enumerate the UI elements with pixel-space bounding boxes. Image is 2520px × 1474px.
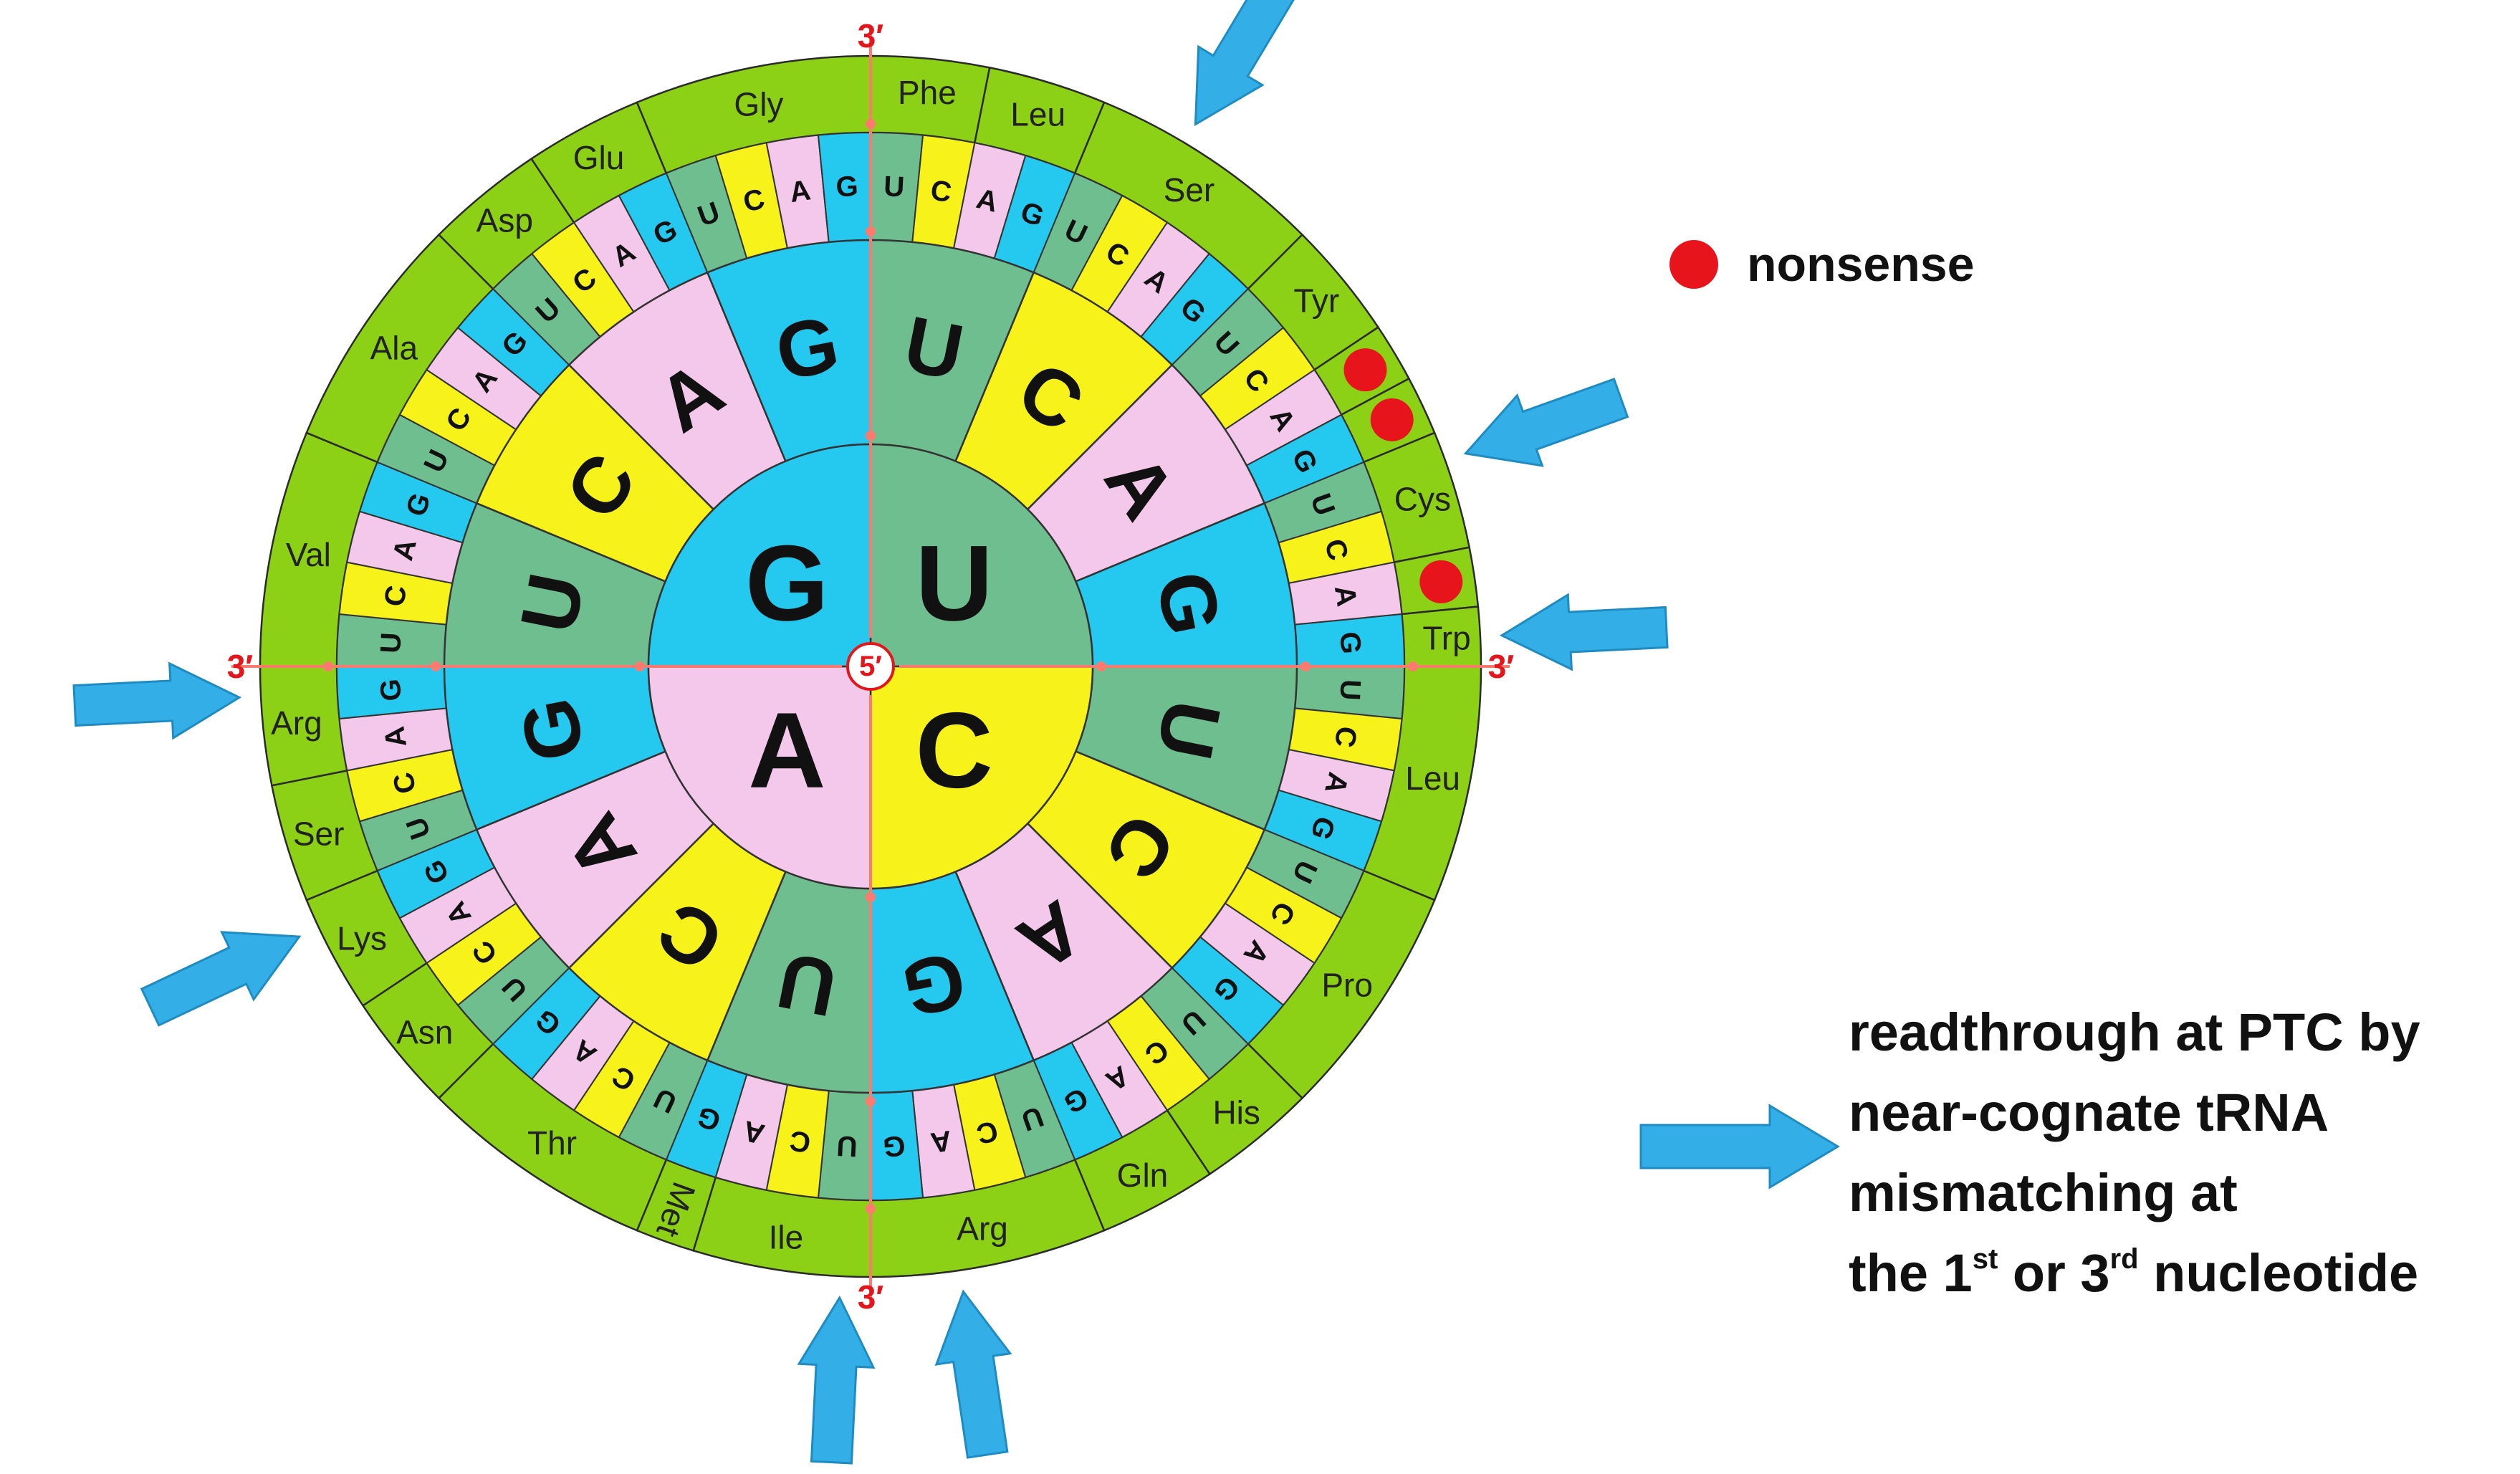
amino-acid-label: Asp <box>476 202 533 239</box>
amino-acid-label: Arg <box>271 704 322 742</box>
amino-acid-label: Leu <box>1405 760 1460 797</box>
third-base-letter: G <box>375 678 407 702</box>
axis-marker <box>635 661 645 671</box>
axis-marker <box>1300 661 1311 671</box>
axis-marker <box>866 119 876 129</box>
axis-marker <box>1096 661 1106 671</box>
third-base-letter: A <box>378 724 413 750</box>
amino-acid-label: Ile <box>769 1218 804 1255</box>
first-base-letter: C <box>916 690 993 810</box>
axis-marker <box>866 892 876 902</box>
axis-marker <box>323 661 333 671</box>
axis-marker <box>866 1204 876 1214</box>
axis-marker <box>866 1096 876 1106</box>
readthrough-arrow <box>1499 593 1669 671</box>
readthrough-arrow <box>72 661 242 740</box>
readthrough-arrow <box>934 1289 1012 1459</box>
readthrough-arrow <box>140 931 302 1027</box>
codon-wheel: PheLeuSerTyrCysTrpLeuProHisGlnArgIleMetT… <box>72 0 1669 1465</box>
axis-marker <box>866 431 876 441</box>
third-base-letter: G <box>1333 631 1366 655</box>
readthrough-arrow <box>1194 0 1299 127</box>
first-base-letter: G <box>745 522 829 643</box>
nonsense-dot <box>1343 348 1387 392</box>
readthrough-arrows <box>72 0 1669 1465</box>
legend-nonsense: nonsense <box>1669 236 1974 292</box>
axis-marker <box>431 661 441 671</box>
third-base-letter: C <box>378 583 413 608</box>
nonsense-dot <box>1419 560 1463 603</box>
amino-acid-label: Leu <box>1010 96 1065 133</box>
third-base-letter: A <box>787 174 813 209</box>
third-base-letter: C <box>929 174 954 209</box>
third-base-letter: A <box>929 1124 954 1159</box>
amino-acid-label: Arg <box>957 1210 1008 1248</box>
third-base-letter: C <box>1328 724 1363 750</box>
amino-acid-label: Tyr <box>1293 282 1339 319</box>
legend-readthrough: readthrough at PTC by near-cognate tRNA … <box>1849 992 2515 1313</box>
amino-acid-label: Glu <box>573 139 625 176</box>
third-base-letter: C <box>787 1124 813 1159</box>
amino-acid-label: Asn <box>396 1014 453 1051</box>
legend-nonsense-label: nonsense <box>1747 237 1975 292</box>
readthrough-arrow <box>1463 378 1629 467</box>
five-prime-label: 5′ <box>859 651 882 682</box>
first-base-letter: U <box>916 522 993 643</box>
amino-acid-label: Lys <box>337 919 387 957</box>
readthrough-arrow-icon <box>1639 1104 1840 1190</box>
legend-line-4: the 1st or 3rd nucleotide <box>1849 1243 2419 1303</box>
amino-acid-label: Trp <box>1422 620 1470 657</box>
first-base-quadrant <box>647 443 872 668</box>
three-prime-label: 3′ <box>858 1278 884 1316</box>
third-base-letter: G <box>882 1129 906 1162</box>
axis-lines: 3′ 3′ 3′ 3′ 5′ <box>227 17 1515 1316</box>
axis-marker <box>1408 661 1418 671</box>
five-prime-marker <box>846 642 895 691</box>
first-base-quadrant <box>647 665 872 890</box>
readthrough-arrow <box>797 1295 876 1465</box>
amino-acid-label: Phe <box>898 74 957 111</box>
third-base-letter: U <box>1334 679 1366 701</box>
nonsense-dot-icon <box>1669 240 1718 289</box>
third-base-letter: U <box>836 1130 858 1162</box>
third-base-letter: A <box>1328 583 1363 608</box>
axis-marker <box>866 226 876 236</box>
amino-acid-label: Ser <box>293 815 345 853</box>
nonsense-markers <box>1343 348 1463 603</box>
amino-acid-label: Thr <box>527 1124 577 1162</box>
three-prime-label: 3′ <box>1488 648 1515 685</box>
amino-acid-label: Gln <box>1117 1157 1169 1194</box>
amino-acid-ring: PheLeuSerTyrCysTrpLeuProHisGlnArgIleMetT… <box>259 54 1482 1278</box>
first-base-quadrant <box>869 443 1094 668</box>
legend-line-3: mismatching at <box>1849 1163 2238 1222</box>
legend-line-2: near-cognate tRNA <box>1849 1083 2329 1142</box>
first-base-letter: A <box>748 690 825 810</box>
third-base-letter: G <box>835 171 859 203</box>
three-prime-label: 3′ <box>858 17 884 54</box>
first-base-quadrant <box>869 665 1094 890</box>
amino-acid-label: Pro <box>1321 966 1373 1003</box>
amino-acid-label: Val <box>286 536 331 573</box>
amino-acid-label: His <box>1212 1093 1260 1131</box>
amino-acid-label: Cys <box>1394 480 1451 517</box>
third-base-letter: U <box>883 171 905 203</box>
third-base-letter: U <box>375 632 407 654</box>
amino-acid-label: Ser <box>1164 171 1215 209</box>
nonsense-dot <box>1370 398 1414 441</box>
amino-acid-label: Gly <box>734 85 783 123</box>
amino-acid-label: Ala <box>370 330 418 367</box>
legend-line-1: readthrough at PTC by <box>1849 1002 2420 1062</box>
three-prime-label: 3′ <box>227 648 254 685</box>
